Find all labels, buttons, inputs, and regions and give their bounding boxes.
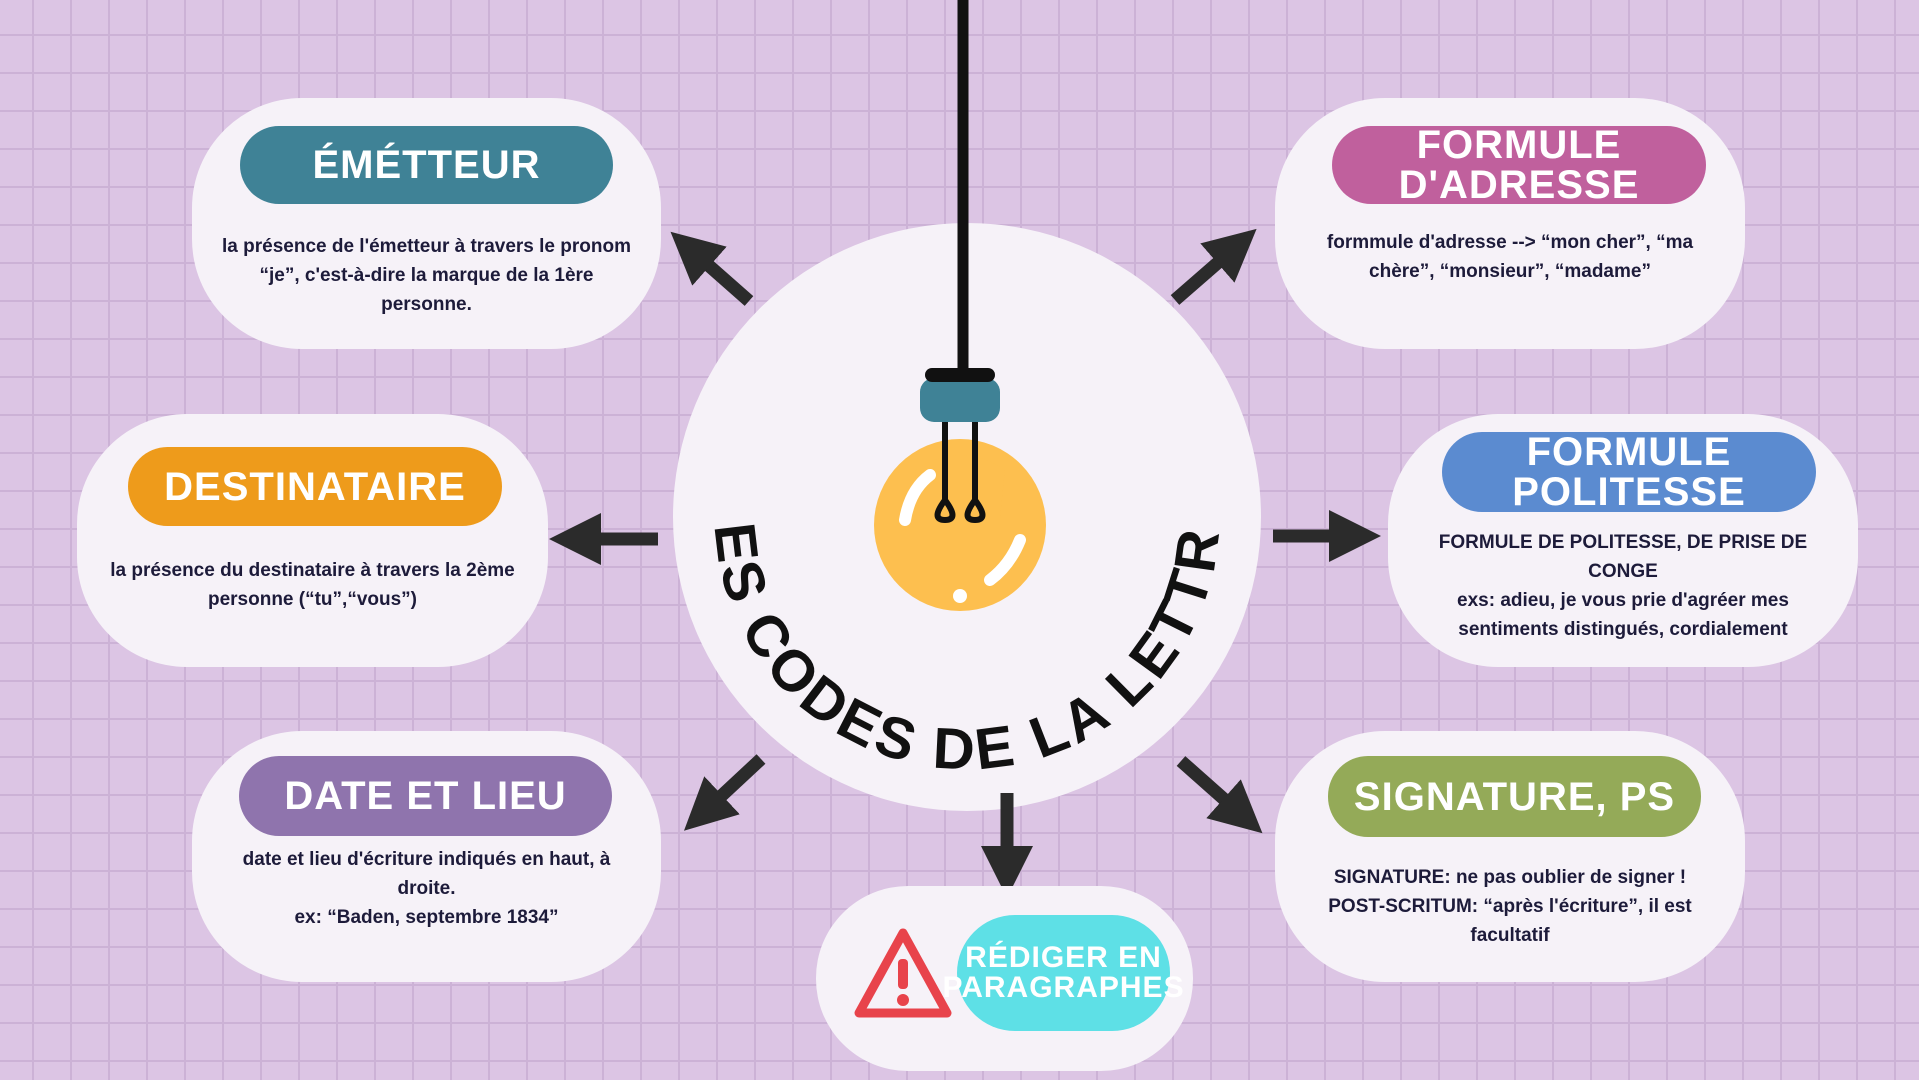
card-destinataire: DESTINATAIRE la présence du destinataire… [77, 414, 548, 667]
arrow-emetteur [670, 231, 754, 306]
politesse-text: FORMULE DE POLITESSE, DE PRISE DE CONGE … [1438, 532, 1808, 640]
rediger-title: RÉDIGER EN PARAGRAPHES [942, 915, 1184, 1031]
date-text: date et lieu d'écriture indiqués en haut… [242, 849, 611, 928]
emetteur-title: ÉMÉTTEUR [240, 126, 613, 204]
destinataire-text: la présence du destinataire à travers la… [110, 560, 515, 610]
adresse-title: FORMULE D'ADRESSE [1332, 125, 1706, 205]
arrow-date [683, 754, 766, 831]
emetteur-text: la présence de l'émetteur à travers le p… [222, 236, 631, 315]
politesse-title: FORMULE POLITESSE [1442, 432, 1816, 512]
adresse-text: formmule d'adresse --> “mon cher”, “ma c… [1326, 232, 1694, 282]
card-rediger: RÉDIGER EN PARAGRAPHES [816, 886, 1193, 1071]
card-formule-politesse: FORMULE POLITESSE FORMULE DE POLITESSE, … [1388, 414, 1858, 667]
card-formule-adresse: FORMULE D'ADRESSE formmule d'adresse -->… [1275, 98, 1745, 349]
card-date-lieu: DATE ET LIEU date et lieu d'écriture ind… [192, 731, 661, 982]
arrow-adresse [1170, 228, 1257, 305]
card-emetteur: ÉMÉTTEUR la présence de l'émetteur à tra… [192, 98, 661, 349]
signature-title: SIGNATURE, PS [1328, 756, 1701, 837]
lightbulb-icon [874, 368, 1046, 611]
signature-text: SIGNATURE: ne pas oublier de signer ! PO… [1328, 867, 1692, 946]
card-signature: SIGNATURE, PS SIGNATURE: ne pas oublier … [1275, 731, 1745, 982]
arrow-signature [1176, 756, 1263, 834]
date-title: DATE ET LIEU [239, 756, 612, 836]
destinataire-title: DESTINATAIRE [128, 447, 502, 526]
warning-icon [854, 928, 952, 1018]
